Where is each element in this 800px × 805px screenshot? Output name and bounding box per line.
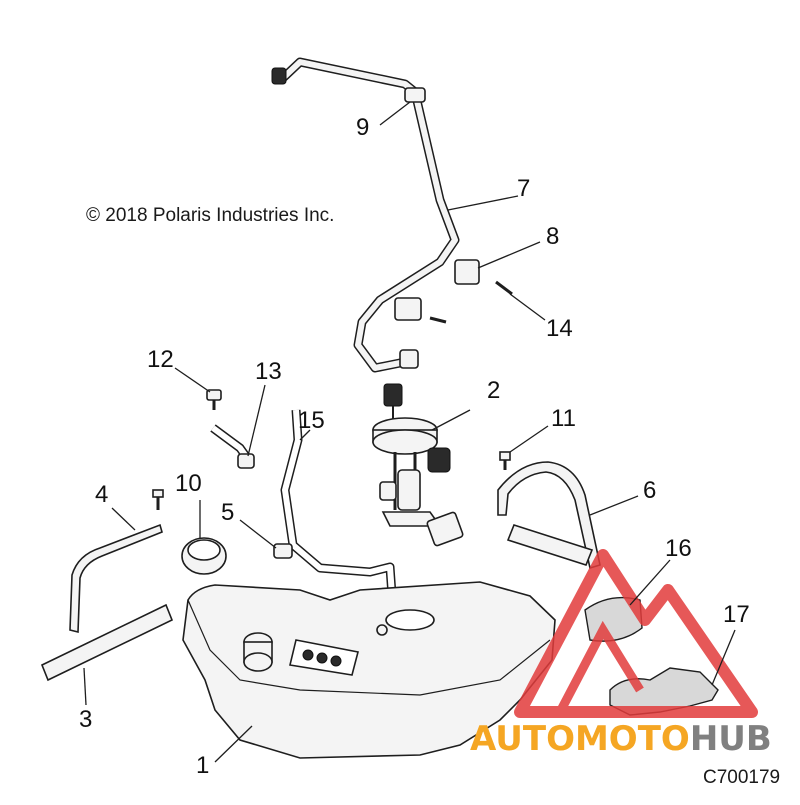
- pad-3: [40, 603, 174, 682]
- fuel-tank-1: [182, 581, 556, 759]
- callout-7: 7: [517, 175, 530, 202]
- strap-4: [69, 489, 164, 634]
- callout-15: 15: [298, 407, 325, 434]
- bolt-12: [206, 389, 222, 410]
- callout-9: 9: [356, 114, 369, 141]
- line-clip-8: [394, 259, 480, 321]
- callout-10: 10: [175, 470, 202, 497]
- callout-11: 11: [551, 405, 576, 432]
- callout-1: 1: [196, 752, 209, 779]
- callout-3: 3: [79, 706, 92, 733]
- bolt-11: [499, 451, 511, 470]
- callout-6: 6: [643, 477, 656, 504]
- callout-14: 14: [546, 315, 573, 342]
- vent-hose-13: [210, 424, 255, 469]
- line-clip-9: [404, 87, 426, 103]
- callout-4: 4: [95, 481, 108, 508]
- hose-15: [280, 409, 397, 596]
- callout-8: 8: [546, 223, 559, 250]
- fuel-pump-2: [372, 383, 464, 547]
- valve-5: [273, 543, 293, 559]
- fuel-cap-10: [181, 537, 227, 575]
- copyright-notice: © 2018 Polaris Industries Inc.: [86, 205, 335, 226]
- watermark-part2: HUB: [690, 719, 772, 759]
- pad-6: [506, 524, 594, 566]
- watermark-text: AUTOMOTOHUB: [470, 719, 772, 759]
- callout-13: 13: [255, 358, 282, 385]
- watermark-logo: [514, 549, 758, 718]
- callout-5: 5: [221, 499, 234, 526]
- screw-14: [429, 280, 513, 324]
- watermark-part1: AUTOMOTO: [470, 719, 690, 759]
- callout-17: 17: [723, 601, 750, 628]
- callout-12: 12: [147, 346, 174, 373]
- callout-2: 2: [487, 377, 500, 404]
- fuel-line-7: [271, 57, 460, 373]
- callout-16: 16: [665, 535, 692, 562]
- leader-lines: [83, 101, 736, 763]
- drawing-id: C700179: [703, 767, 781, 788]
